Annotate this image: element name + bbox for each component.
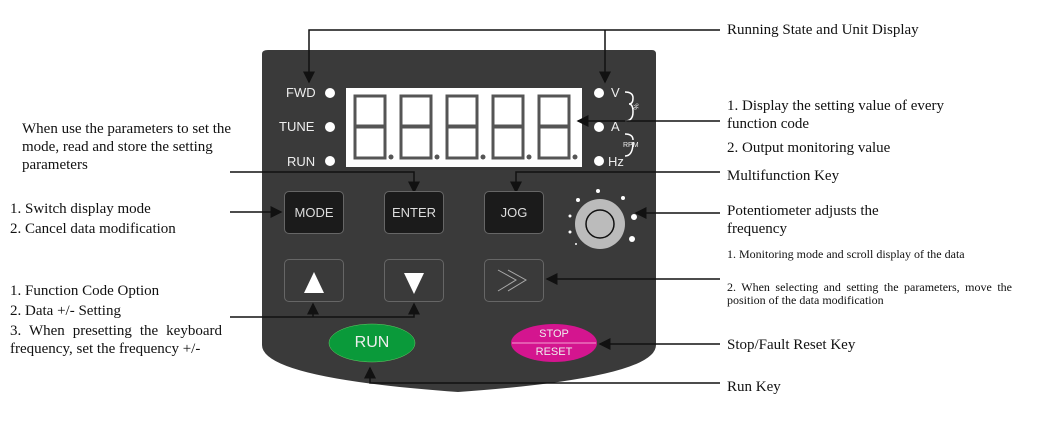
down-button[interactable] bbox=[384, 259, 444, 302]
updown-annotation-2: 2. Data +/- Setting bbox=[10, 303, 121, 319]
display-annotation-2: 2. Output monitoring value bbox=[727, 140, 891, 156]
mode-annotation-1: 1. Switch display mode bbox=[10, 201, 151, 217]
digit-segment bbox=[399, 94, 433, 160]
stop-label[interactable]: STOP bbox=[539, 328, 569, 340]
tune-label: TUNE bbox=[279, 119, 315, 134]
percent-label: % bbox=[631, 103, 639, 110]
leader-lines bbox=[230, 29, 720, 384]
shift-annotation-1: 1. Monitoring mode and scroll display of… bbox=[727, 247, 965, 261]
decimal-point bbox=[434, 154, 440, 160]
updown-annotation-1: 1. Function Code Option bbox=[10, 283, 160, 299]
rpm-label: RPM bbox=[623, 142, 639, 149]
stop-reset-annotation: Stop/Fault Reset Key bbox=[727, 337, 856, 353]
v-label: V bbox=[611, 85, 620, 100]
a-label: A bbox=[611, 119, 620, 134]
updown-annotation-3: 3. When presetting the keyboard frequenc… bbox=[10, 323, 222, 357]
run-key-annotation: Run Key bbox=[727, 379, 781, 395]
digits bbox=[353, 94, 578, 160]
running-state-annotation: Running State and Unit Display bbox=[727, 22, 919, 38]
digit-segment bbox=[491, 94, 525, 160]
up-arrow-icon bbox=[304, 272, 324, 293]
mode-button[interactable]: MODE bbox=[284, 191, 344, 234]
jog-button[interactable]: JOG bbox=[484, 191, 544, 234]
decimal-point bbox=[572, 154, 578, 160]
digit-segment bbox=[353, 94, 387, 160]
decimal-point bbox=[388, 154, 394, 160]
double-chevron-icon bbox=[497, 269, 527, 292]
unit-brackets bbox=[624, 91, 634, 157]
fwd-label: FWD bbox=[286, 85, 316, 100]
up-button[interactable] bbox=[284, 259, 344, 302]
digit-segment bbox=[537, 94, 571, 160]
enter-annotation: When use the parameters to set the mode,… bbox=[22, 121, 232, 173]
display-annotation-1: 1. Display the setting value of every fu… bbox=[727, 98, 945, 132]
run-button[interactable]: RUN bbox=[354, 334, 390, 351]
run-indicator-label: RUN bbox=[287, 154, 316, 169]
enter-button[interactable]: ENTER bbox=[384, 191, 444, 234]
down-arrow-icon bbox=[404, 273, 424, 294]
multifunction-annotation: Multifunction Key bbox=[727, 168, 840, 184]
shift-annotation-2: 2. When selecting and setting the parame… bbox=[727, 280, 1012, 307]
decimal-point bbox=[526, 154, 532, 160]
indicator-leds bbox=[325, 88, 604, 166]
run-button-shape bbox=[328, 323, 416, 363]
reset-label[interactable]: RESET bbox=[535, 346, 573, 358]
potentiometer-annotation: Potentiometer adjusts the frequency bbox=[727, 203, 879, 237]
decimal-point bbox=[480, 154, 486, 160]
shift-button[interactable] bbox=[484, 259, 544, 302]
digit-segment bbox=[445, 94, 479, 160]
hz-label: Hz bbox=[608, 154, 624, 169]
potentiometer bbox=[568, 189, 637, 249]
mode-annotation-2: 2. Cancel data modification bbox=[10, 221, 176, 237]
